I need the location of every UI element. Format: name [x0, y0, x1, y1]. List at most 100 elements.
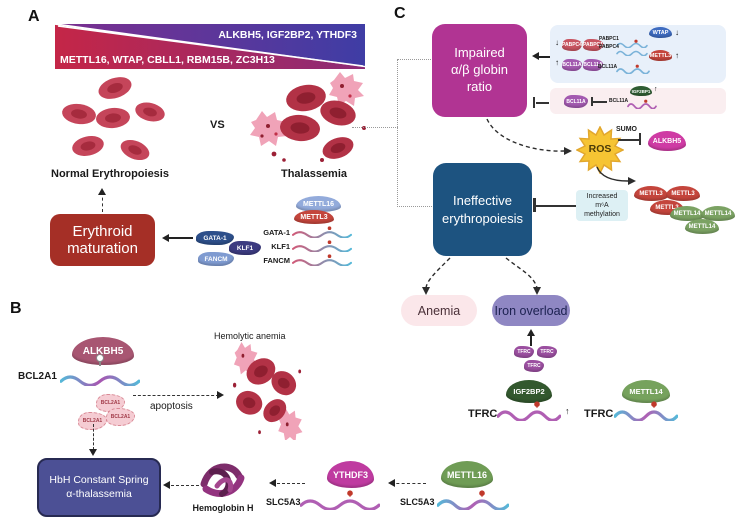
- hemolytic-anemia-label: Hemolytic anemia: [214, 331, 286, 341]
- ineffective-to-iron-arrowhead-icon: [533, 287, 541, 295]
- row3-tbar-end: [533, 97, 535, 108]
- gata1-mrna-wave: [291, 225, 353, 239]
- pabpc4-mrna-label: PABPC4: [599, 44, 619, 50]
- slc5a3-left-label: SLC5A3: [266, 497, 301, 507]
- maturation-left-arrow: [167, 237, 193, 239]
- row3-up-arrow: ↑: [654, 86, 658, 93]
- slc5a3-right-wave: [436, 490, 510, 511]
- impaired-to-ros-arrowhead-icon: [564, 147, 572, 155]
- bcl2a1-fragment: BCL2A1: [106, 408, 135, 426]
- normal-erythrocytes-illustration: [62, 77, 165, 161]
- tfrc-protein-blob: TFRC: [537, 346, 557, 358]
- increased-to-ineffective-tbar-bar: [533, 198, 536, 212]
- gata1-protein-blob: GATA-1: [196, 231, 234, 245]
- maturation-line1: Erythroid: [72, 222, 133, 240]
- bcl2a1-mrna-wave: [59, 366, 141, 387]
- bcl11a-mrna-label-row3: BCL11A: [609, 98, 629, 104]
- mettl3-writer-blob-row2: METTL3: [649, 50, 672, 61]
- alkbh5-blob-c: ALKBH5: [648, 131, 686, 151]
- hemoglobin-h-label: Hemoglobin H: [192, 503, 254, 513]
- gata1-mrna-label: GATA-1: [263, 228, 290, 237]
- impaired-globin-ratio-box: Impaired α/β globin ratio: [432, 24, 527, 117]
- vs-label: VS: [210, 119, 225, 131]
- mettl16-to-ythdf3-arrowhead-icon: [384, 479, 395, 487]
- bracket-line-h: [352, 127, 398, 128]
- tfrc-left-up-arrow: ↑: [565, 406, 570, 416]
- mettl14-cluster-blob: METTL14: [685, 219, 719, 234]
- hemolytic-anemia-illustration: [232, 342, 303, 440]
- pabpc1-mrna-wave: [616, 35, 648, 49]
- row3-tbar-line: [592, 101, 607, 103]
- demethylation-stem: [99, 359, 101, 366]
- ros-label: ROS: [588, 143, 612, 155]
- pabpc1-mrna-label: PABPC1: [599, 36, 619, 42]
- tfrc-protein-blob: TFRC: [514, 346, 534, 358]
- slc5a3-right-label: SLC5A3: [400, 497, 435, 507]
- bracket-line-top: [397, 59, 431, 60]
- rows-to-impaired-arrow: [536, 56, 551, 58]
- mettl14-cluster-blob: METTL14: [670, 206, 704, 221]
- pabpc4-mrna-wave: [616, 43, 648, 57]
- hbh-line2: α-thalassemia: [66, 487, 132, 500]
- normal-erythropoiesis-label: Normal Erythropoiesis: [51, 168, 169, 180]
- panel-a-label: A: [28, 8, 40, 25]
- apoptosis-arrow: [133, 395, 219, 396]
- rows-to-impaired-arrowhead-icon: [528, 52, 539, 60]
- mettl3-writer-blob: METTL3: [294, 210, 334, 224]
- slc5a3-left-wave: [299, 490, 381, 511]
- regulator-gradient-banner: ALKBH5, IGF2BP2, YTHDF3 METTL16, WTAP, C…: [55, 24, 365, 69]
- klf1-mrna-wave: [291, 239, 353, 253]
- klf1-protein-blob: KLF1: [229, 241, 261, 255]
- row1-down-arrow: ↓: [555, 38, 559, 47]
- bcl11a-mrna-wave-row2: [616, 61, 650, 75]
- sumo-tbar-line: [618, 139, 640, 141]
- panel-c-label: C: [394, 5, 406, 22]
- ineffective-line2: erythropoiesis: [442, 210, 523, 226]
- bcl11a-protein-blob-row3: BCL11A: [564, 95, 588, 108]
- fancm-mrna-wave: [291, 253, 353, 267]
- fancm-protein-blob: FANCM: [198, 252, 234, 266]
- tfrc-protein-blob: TFRC: [524, 360, 544, 372]
- igf2bp2-reader-blob: IGF2BP2: [506, 380, 552, 403]
- mettl14-cluster-blob: METTL14: [701, 206, 735, 221]
- mettl3-cluster-blob: METTL3: [666, 186, 700, 201]
- mettl16-writer-blob: METTL16: [296, 196, 341, 212]
- maturation-line2: maturation: [67, 240, 138, 257]
- ineffective-to-anemia-arrowhead-icon: [422, 287, 430, 295]
- panel-b-label: B: [10, 300, 22, 317]
- ythdf3-to-hemoglobin-arrow: [272, 483, 305, 484]
- bcl2a1-mrna-label: BCL2A1: [18, 371, 57, 382]
- bracket-line-v: [397, 59, 398, 207]
- banner-diagonal-divider: [57, 25, 364, 67]
- ros-to-mettl-arrowhead-icon: [628, 177, 636, 185]
- hbh-line1: HbH Constant Spring: [49, 473, 149, 486]
- ythdf3-reader-blob: YTHDF3: [327, 461, 374, 488]
- mettl16-writer-blob-b: METTL16: [441, 461, 493, 488]
- row3-to-impaired-tbar: [536, 102, 549, 104]
- mettl14-writer-blob: METTL14: [622, 380, 670, 403]
- tfrc-up-arrow: [530, 332, 532, 346]
- increased-m6a-box: Increased m⁶A methylation: [576, 190, 628, 221]
- maturation-up-arrowhead-icon: [98, 184, 106, 195]
- bcl11a-protein-blob-1: BCL11A: [562, 59, 582, 71]
- mettl16-to-ythdf3-arrow: [391, 483, 426, 484]
- wtap-writer-blob: WTAP: [649, 27, 672, 38]
- apoptosis-arrowhead-icon: [217, 391, 228, 399]
- bracket-line-bottom: [397, 206, 432, 207]
- impaired-line2: α/β globin: [451, 62, 508, 78]
- increased-line3: methylation: [584, 211, 620, 219]
- anemia-pill: Anemia: [401, 295, 477, 326]
- fancm-mrna-label: FANCM: [263, 256, 290, 265]
- row3-tbar-bar: [591, 97, 593, 106]
- maturation-left-arrowhead-icon: [158, 234, 169, 242]
- bcl11a-mrna-label-row2: BCL11A: [598, 64, 618, 70]
- pabpc1-protein-blob: PABPC1: [583, 39, 603, 51]
- bcl11a-mrna-wave-row3: [627, 96, 657, 110]
- impaired-to-ros-arrow: [486, 118, 565, 152]
- row2-up-arrow: ↑: [555, 58, 559, 67]
- thalassemia-label: Thalassemia: [280, 168, 348, 180]
- tfrc-right-mrna-wave: [613, 401, 679, 422]
- globin-rows-panel: [550, 25, 726, 83]
- impaired-line1: Impaired: [454, 45, 505, 61]
